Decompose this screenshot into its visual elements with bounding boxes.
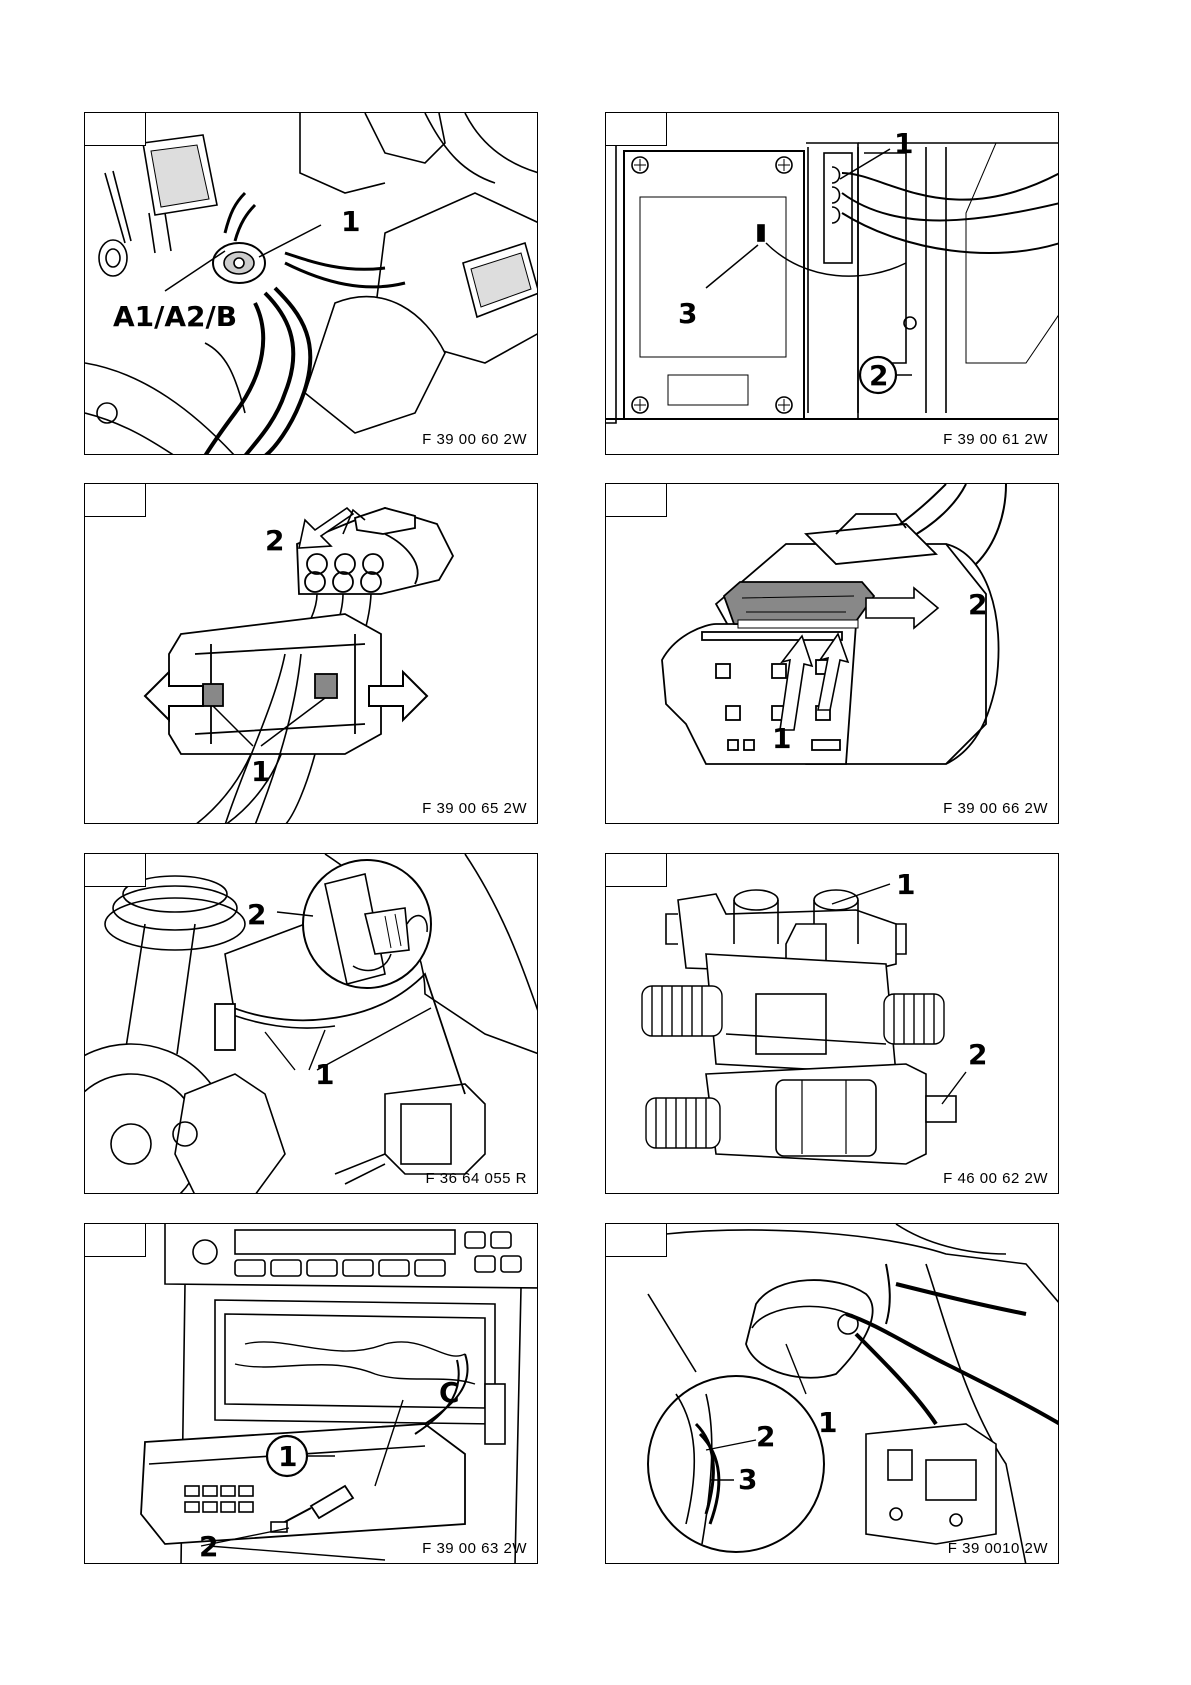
callout-1: 1 <box>315 1058 334 1091</box>
figure-number-tab <box>84 112 146 146</box>
callout-1: 1 <box>896 868 915 901</box>
callout-a1-a2-b: A1/A2/B <box>113 300 237 333</box>
callout-c: C <box>439 1376 460 1409</box>
figure-reference: F 39 0010 2W <box>948 1540 1048 1557</box>
figure-2-illustration: 1 3 2 <box>606 113 1059 455</box>
figure-reference: F 39 00 66 2W <box>943 800 1048 817</box>
figure-reference: F 39 00 63 2W <box>422 1540 527 1557</box>
figure-number-tab <box>84 1223 146 1257</box>
callout-1: 1 <box>341 205 360 238</box>
callout-2: 2 <box>968 1038 987 1071</box>
figure-number-tab <box>605 1223 667 1257</box>
figure-reference: F 36 64 055 R <box>425 1170 527 1187</box>
callout-1: 1 <box>278 1440 297 1473</box>
callout-2: 2 <box>247 898 266 931</box>
callout-2: 2 <box>199 1530 218 1563</box>
figure-5-illustration: 2 1 <box>85 854 538 1194</box>
figure-number-tab <box>605 483 667 517</box>
callout-2: 2 <box>968 588 987 621</box>
figure-reference: F 39 00 60 2W <box>422 431 527 448</box>
figure-6: 1 2 F 46 00 62 2W <box>605 853 1059 1194</box>
figure-7: C 1 2 F 39 00 63 2W <box>84 1223 538 1564</box>
figure-1: 1 A1/A2/B F 39 00 60 2W <box>84 112 538 455</box>
figure-reference: F 46 00 62 2W <box>943 1170 1048 1187</box>
figure-number-tab <box>605 853 667 887</box>
figure-8-illustration: 2 3 1 <box>606 1224 1059 1564</box>
figure-4: 2 1 F 39 00 66 2W <box>605 483 1059 824</box>
callout-2: 2 <box>869 359 888 392</box>
figure-number-tab <box>84 853 146 887</box>
figure-5: 2 1 F 36 64 055 R <box>84 853 538 1194</box>
figure-8: 2 3 1 F 39 0010 2W <box>605 1223 1059 1564</box>
callout-2: 2 <box>265 524 284 557</box>
callout-1: 1 <box>772 722 791 755</box>
figure-3-illustration: 2 1 <box>85 484 538 824</box>
figure-1-illustration: 1 A1/A2/B <box>85 113 538 455</box>
figure-reference: F 39 00 61 2W <box>943 431 1048 448</box>
callout-1: 1 <box>251 755 270 788</box>
figure-reference: F 39 00 65 2W <box>422 800 527 817</box>
callout-1: 1 <box>818 1406 837 1439</box>
figure-6-illustration: 1 2 <box>606 854 1059 1194</box>
figure-4-illustration: 2 1 <box>606 484 1059 824</box>
figure-number-tab <box>84 483 146 517</box>
callout-3: 3 <box>678 297 697 330</box>
figure-7-illustration: C 1 2 <box>85 1224 538 1564</box>
callout-2: 2 <box>756 1420 775 1453</box>
callout-1: 1 <box>894 127 913 160</box>
figure-3: 2 1 F 39 00 65 2W <box>84 483 538 824</box>
figure-number-tab <box>605 112 667 146</box>
callout-3: 3 <box>738 1463 757 1496</box>
figure-2: 1 3 2 F 39 00 61 2W <box>605 112 1059 455</box>
